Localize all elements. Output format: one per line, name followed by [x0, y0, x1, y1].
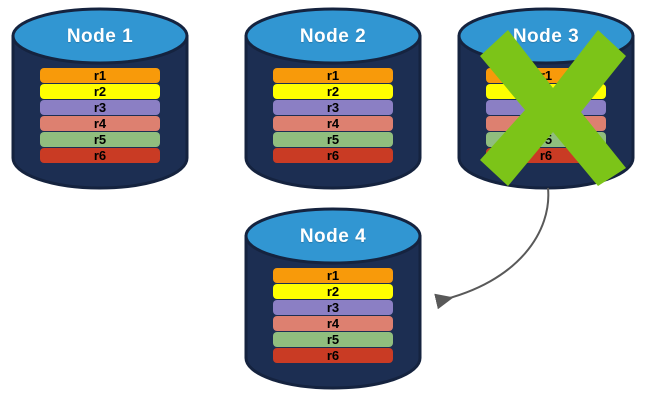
record-r6[interactable]: r6: [273, 148, 393, 163]
record-r4[interactable]: r4: [486, 116, 606, 131]
node-node3[interactable]: Node 3 r1 r2 r3 r4 r5 r6: [456, 6, 636, 190]
node-node2[interactable]: Node 2 r1 r2 r3 r4 r5 r6: [243, 6, 423, 190]
record-r1[interactable]: r1: [273, 68, 393, 83]
record-r4[interactable]: r4: [40, 116, 160, 131]
record-r2[interactable]: r2: [486, 84, 606, 99]
record-r5[interactable]: r5: [273, 332, 393, 347]
record-list-node3: r1 r2 r3 r4 r5 r6: [456, 68, 636, 163]
record-list-node2: r1 r2 r3 r4 r5 r6: [243, 68, 423, 163]
record-r3[interactable]: r3: [40, 100, 160, 115]
record-r2[interactable]: r2: [40, 84, 160, 99]
record-list-node4: r1 r2 r3 r4 r5 r6: [243, 268, 423, 363]
node-node1[interactable]: Node 1 r1 r2 r3 r4 r5 r6: [10, 6, 190, 190]
record-r1[interactable]: r1: [486, 68, 606, 83]
record-r6[interactable]: r6: [273, 348, 393, 363]
record-r1[interactable]: r1: [40, 68, 160, 83]
record-r2[interactable]: r2: [273, 284, 393, 299]
record-r6[interactable]: r6: [40, 148, 160, 163]
record-r5[interactable]: r5: [486, 132, 606, 147]
record-r4[interactable]: r4: [273, 116, 393, 131]
record-r1[interactable]: r1: [273, 268, 393, 283]
record-r3[interactable]: r3: [273, 100, 393, 115]
record-r5[interactable]: r5: [273, 132, 393, 147]
record-r3[interactable]: r3: [486, 100, 606, 115]
record-r2[interactable]: r2: [273, 84, 393, 99]
node-node4[interactable]: Node 4 r1 r2 r3 r4 r5 r6: [243, 206, 423, 390]
record-r3[interactable]: r3: [273, 300, 393, 315]
record-r6[interactable]: r6: [486, 148, 606, 163]
record-list-node1: r1 r2 r3 r4 r5 r6: [10, 68, 190, 163]
record-r5[interactable]: r5: [40, 132, 160, 147]
record-r4[interactable]: r4: [273, 316, 393, 331]
